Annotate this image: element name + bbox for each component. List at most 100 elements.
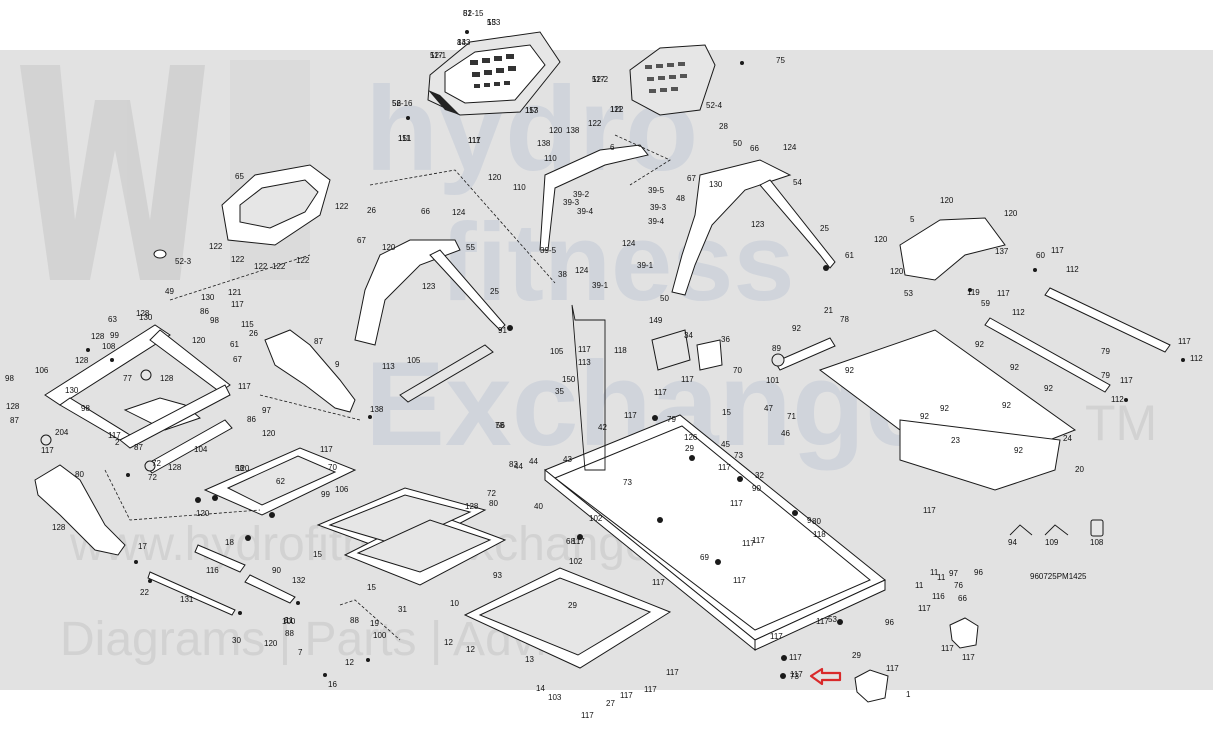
callout-label: 12 <box>444 638 453 647</box>
callout-label: 120 <box>890 267 904 276</box>
callout-label: 117 <box>1051 246 1064 255</box>
callout-label: 28 <box>719 122 728 131</box>
upright-right <box>671 159 836 296</box>
callout-label: 79 <box>1101 347 1110 356</box>
callout-label: 117 <box>941 644 954 653</box>
callout-label: 99 <box>110 331 119 340</box>
callout-label: 52-1 <box>430 51 447 60</box>
callout-label: 128 <box>52 523 66 532</box>
callout-label: 21 <box>824 306 833 315</box>
callout-label: 103 <box>548 693 562 702</box>
highlight-arrow-icon <box>809 667 842 686</box>
callout-label: 86 <box>247 415 256 424</box>
callout-label: 8 <box>284 616 289 625</box>
callout-label: 117 <box>430 51 443 60</box>
callout-label: 26 <box>367 206 376 215</box>
callout-label: 20 <box>1075 465 1084 474</box>
callout-label: 122 <box>296 256 310 265</box>
callout-label: 117 <box>231 300 244 309</box>
watermark-trademark: TM <box>1085 395 1157 451</box>
fastener-marks <box>86 30 1185 679</box>
callout-label: 120 <box>874 235 888 244</box>
callout-label: 35 <box>555 387 564 396</box>
callout-label: 65 <box>235 172 244 181</box>
callout-label: 68 <box>566 537 575 546</box>
callout-label: 25 <box>490 287 499 296</box>
callout-label: 66 <box>421 207 430 216</box>
callout-label: 101 <box>766 376 780 385</box>
callout-label: 122 <box>335 202 349 211</box>
callout-label: 80 <box>812 517 821 526</box>
callout-label: 69 <box>700 553 709 562</box>
callout-label: 27 <box>606 699 615 708</box>
callout-label: 84 <box>457 38 466 47</box>
callout-label: 67 <box>357 236 366 245</box>
callout-label: 122 <box>254 262 268 271</box>
callout-label: 39-5 <box>648 186 665 195</box>
callout-label: 117 <box>525 106 538 115</box>
lift-links <box>147 544 401 641</box>
callout-label: 119 <box>967 288 980 297</box>
cushion-tray-32 <box>463 567 672 669</box>
callout-label: 120 <box>940 196 954 205</box>
callout-label: 128 <box>91 332 105 341</box>
callout-label: 111 <box>610 105 623 114</box>
callout-label: 11 <box>285 616 294 625</box>
callout-label: 53 <box>904 289 913 298</box>
callout-label: 70 <box>733 366 742 375</box>
callout-label: 52-16 <box>392 99 413 108</box>
callout-label: 80 <box>75 470 84 479</box>
callout-label: 77 <box>123 374 132 383</box>
callout-label: 39-5 <box>540 246 557 255</box>
callout-label: 132 <box>292 576 306 585</box>
callout-label: 44 <box>514 462 523 471</box>
callout-label: 87 <box>314 337 323 346</box>
callout-label: 117 <box>581 711 594 720</box>
guard-138 <box>399 344 494 403</box>
callout-label: 32 <box>755 471 764 480</box>
callout-label: 9 <box>335 360 340 369</box>
callout-label: 92 <box>792 324 801 333</box>
callout-label: 111 <box>398 134 411 143</box>
callout-label: 83 <box>509 460 518 469</box>
side-rail-79-lower <box>984 317 1111 393</box>
callout-label: 121 <box>228 288 242 297</box>
callout-label: 97 <box>949 569 958 578</box>
callout-label: 97 <box>262 406 271 415</box>
callout-label: 31 <box>398 605 407 614</box>
callout-label: 110 <box>513 183 526 192</box>
callout-label: 120 <box>192 336 206 345</box>
callout-label: 128 <box>6 402 20 411</box>
callout-label: 56 <box>496 421 505 430</box>
callout-label: 106 <box>335 485 349 494</box>
callout-label: 122 <box>231 255 245 264</box>
cushion-tray-33 <box>316 487 507 586</box>
console-assembly-52-4 <box>629 44 716 116</box>
callout-label: 117 <box>592 75 605 84</box>
callout-label: 39-3 <box>650 203 667 212</box>
callout-label: 87 <box>134 443 143 452</box>
callout-label: 122 <box>588 119 602 128</box>
callout-label: 98 <box>81 404 90 413</box>
callout-label: 42 <box>598 423 607 432</box>
callout-label: 108 <box>102 342 116 351</box>
callout-label: 100 <box>373 631 387 640</box>
callout-label: 72 <box>152 459 161 468</box>
callout-label: 117 <box>652 578 665 587</box>
callout-label: 25 <box>820 224 829 233</box>
callout-label: 110 <box>544 154 557 163</box>
callout-label: 118 <box>614 346 627 355</box>
callout-label: 88 <box>350 616 359 625</box>
callout-label: 67 <box>687 174 696 183</box>
callout-label: 130 <box>201 293 215 302</box>
callout-label: 43 <box>563 455 572 464</box>
controller-118 <box>651 329 723 371</box>
callout-label: 113 <box>578 358 591 367</box>
callout-label: 117 <box>681 375 694 384</box>
callout-label: 92 <box>975 340 984 349</box>
callout-label: 117 <box>1120 376 1133 385</box>
callout-label: 128 <box>75 356 89 365</box>
callout-label: 117 <box>733 576 746 585</box>
callout-label: 60 <box>1036 251 1045 260</box>
callout-label: 19 <box>370 619 379 628</box>
